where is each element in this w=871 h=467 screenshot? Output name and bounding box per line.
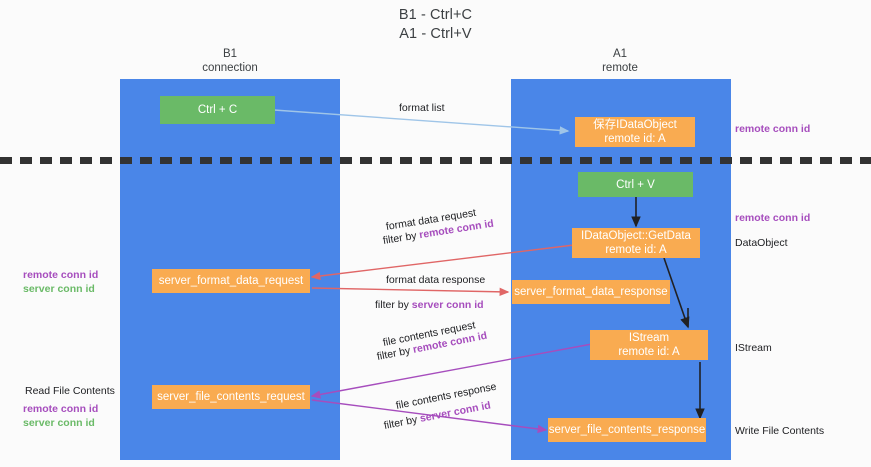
edge-label-format-data-response-filter: filter by server conn id bbox=[375, 298, 484, 312]
annotation-right-write-file-contents: Write File Contents bbox=[735, 424, 824, 438]
annotation-remote-conn-id: remote conn id bbox=[735, 123, 811, 135]
title-line-2: A1 - Ctrl+V bbox=[399, 26, 472, 42]
annotation-dataobject: DataObject bbox=[735, 237, 788, 249]
annotation-remote-conn-id: remote conn id bbox=[735, 212, 811, 224]
annotation-istream: IStream bbox=[735, 342, 772, 354]
edge-label-format-list-text: format list bbox=[399, 102, 445, 114]
lane-header-b1-name: B1 bbox=[222, 48, 238, 60]
node-server-format-data-request[interactable]: server_format_data_request bbox=[152, 269, 310, 293]
annotation-right-istream: IStream bbox=[735, 341, 772, 355]
annotation-write-file-contents: Write File Contents bbox=[735, 425, 825, 437]
node-server-format-data-response-label: server_format_data_response bbox=[514, 286, 668, 298]
annotation-left-file-ids: remote conn id server conn id bbox=[23, 402, 98, 430]
lane-header-a1-sub: remote bbox=[602, 62, 638, 74]
node-save-idataobject[interactable]: 保存IDataObject remote id: A bbox=[575, 117, 695, 147]
annotation-left-read-file-contents: Read File Contents bbox=[25, 384, 115, 398]
filter-prefix: filter by bbox=[375, 299, 412, 311]
edge-label-format-list: format list bbox=[399, 101, 445, 115]
node-server-file-contents-response-label: server_file_contents_response bbox=[548, 424, 706, 436]
edge-label-format-data-response-text: format data response bbox=[386, 274, 486, 286]
annotation-server-conn-id: server conn id bbox=[23, 417, 95, 429]
node-save-idataobject-line1: 保存IDataObject bbox=[593, 119, 677, 131]
node-getdata-line1: IDataObject::GetData bbox=[581, 230, 691, 242]
lane-header-a1-name: A1 bbox=[612, 48, 628, 60]
annotation-remote-conn-id: remote conn id bbox=[23, 403, 99, 415]
page-title: B1 - Ctrl+C A1 - Ctrl+V bbox=[0, 6, 871, 44]
annotation-read-file-contents: Read File Contents bbox=[25, 385, 115, 397]
annotation-right-dataobject: DataObject bbox=[735, 236, 788, 250]
node-save-idataobject-line2: remote id: A bbox=[604, 133, 666, 145]
edge-label-format-data-response: format data response bbox=[386, 273, 485, 287]
node-server-file-contents-request[interactable]: server_file_contents_request bbox=[152, 385, 310, 409]
arrow-format-data-response bbox=[311, 287, 510, 297]
node-getdata[interactable]: IDataObject::GetData remote id: A bbox=[572, 228, 700, 258]
node-getdata-line2: remote id: A bbox=[605, 244, 667, 256]
annotation-right-top: remote conn id bbox=[735, 122, 810, 136]
node-server-format-data-request-label: server_format_data_request bbox=[158, 275, 304, 287]
node-server-file-contents-request-label: server_file_contents_request bbox=[157, 391, 305, 403]
filter-key-server-conn-id: server conn id bbox=[411, 299, 484, 311]
node-istream-line2: remote id: A bbox=[618, 346, 680, 358]
lane-header-b1-sub: connection bbox=[202, 62, 258, 74]
node-ctrl-c-label: Ctrl + C bbox=[197, 104, 238, 116]
title-line-1: B1 - Ctrl+C bbox=[398, 7, 473, 23]
annotation-remote-conn-id: remote conn id bbox=[23, 269, 99, 281]
node-ctrl-v[interactable]: Ctrl + V bbox=[578, 172, 693, 197]
annotation-left-format: remote conn id server conn id bbox=[23, 268, 98, 296]
annotation-server-conn-id: server conn id bbox=[23, 283, 95, 295]
node-server-file-contents-response[interactable]: server_file_contents_response bbox=[548, 418, 706, 442]
lane-header-a1: A1 remote bbox=[540, 47, 700, 75]
node-ctrl-v-label: Ctrl + V bbox=[616, 178, 655, 191]
node-istream-line1: IStream bbox=[628, 332, 670, 344]
filter-prefix: filter by bbox=[382, 413, 422, 432]
annotation-right-mid: remote conn id bbox=[735, 211, 810, 225]
node-ctrl-c[interactable]: Ctrl + C bbox=[160, 96, 275, 124]
phase-divider bbox=[0, 157, 871, 164]
filter-prefix: filter by bbox=[375, 344, 415, 363]
lane-header-b1: B1 connection bbox=[150, 47, 310, 75]
node-server-format-data-response[interactable]: server_format_data_response bbox=[512, 280, 670, 304]
node-istream[interactable]: IStream remote id: A bbox=[590, 330, 708, 360]
